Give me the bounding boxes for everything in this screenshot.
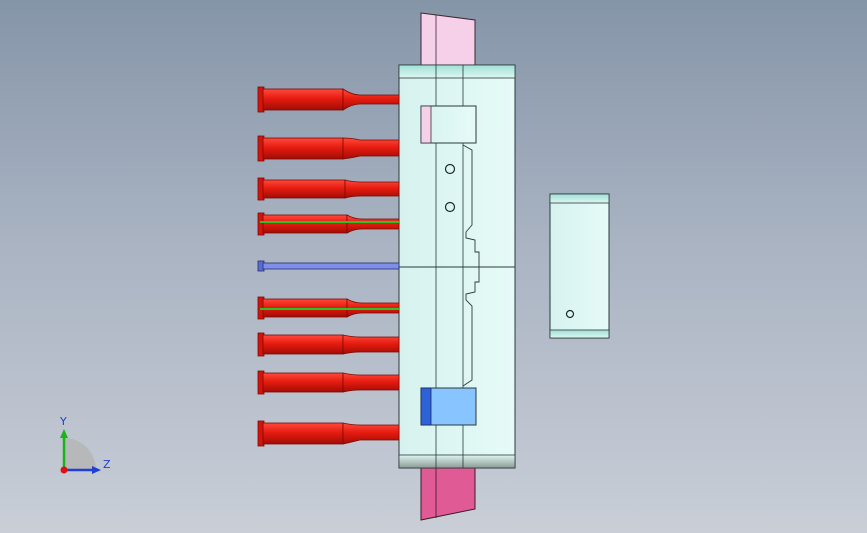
axis-z-label: Z [103,458,111,471]
side-block-hole [565,309,575,319]
ejector-pin-2[interactable] [257,135,400,162]
ejector-pin-6[interactable] [257,332,400,357]
plate-hole-lower [444,201,456,213]
guide-rod[interactable] [257,260,400,272]
bottom-magenta-insert[interactable] [420,466,476,521]
bottom-slider-block[interactable] [420,387,477,426]
ejector-pin-7[interactable] [257,370,400,395]
ejector-pin-8[interactable] [257,420,400,447]
ejector-pin-3[interactable] [257,177,400,201]
triad-icon: Y Z [59,415,111,474]
axis-y-label: Y [59,415,67,428]
ejector-pin-1[interactable] [257,86,400,113]
side-block[interactable] [549,193,610,339]
plate-hole-upper [444,163,456,175]
ejector-pin-5[interactable] [257,296,400,320]
ejector-pin-4[interactable] [257,212,400,236]
top-slider-block[interactable] [420,105,477,144]
top-pink-insert[interactable] [420,12,476,67]
